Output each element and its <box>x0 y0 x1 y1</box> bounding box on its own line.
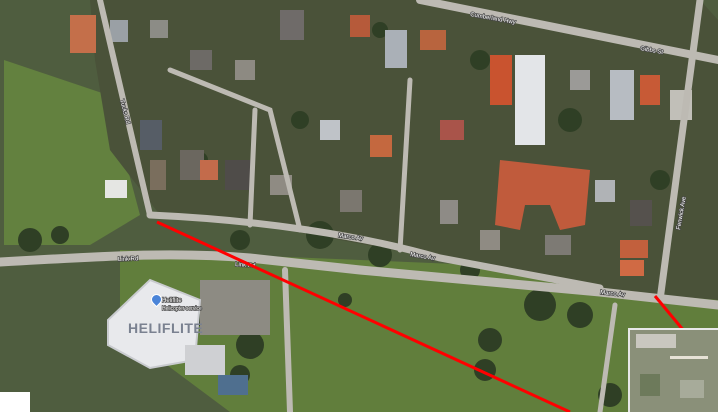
corner-logo-badge <box>0 392 30 412</box>
tree-canopies <box>18 22 670 407</box>
inset-block-3 <box>640 374 660 396</box>
car-park <box>200 280 270 335</box>
street-label-north: Gibbs St <box>640 46 664 56</box>
house-roofs <box>70 10 692 276</box>
inset-block-2 <box>670 356 708 359</box>
south-access-road <box>282 267 293 412</box>
satellite-inset-thumbnail[interactable] <box>628 328 718 412</box>
south-east-street <box>597 302 618 412</box>
right-vertical-street <box>656 0 704 304</box>
street-label-marco-av-2: Marco Av <box>410 252 436 262</box>
inset-block-1 <box>636 334 676 348</box>
link-road <box>0 250 718 310</box>
route-line-west <box>156 220 571 412</box>
inner-street-2 <box>247 107 258 228</box>
street-label-marco-av-1: Marco Av <box>338 233 363 242</box>
place-label-heliflite: Heliflite <box>162 298 182 304</box>
inner-street <box>167 67 303 233</box>
marco-avenue <box>146 211 604 292</box>
heliflite-annex <box>185 345 225 375</box>
roof-text-heliflite: HELIFLITE <box>128 320 204 336</box>
inset-block-4 <box>680 380 704 398</box>
street-label-marco-av-3: Marco Av <box>600 290 625 299</box>
left-vertical-street <box>97 0 153 218</box>
middle-vertical-street <box>397 77 413 253</box>
top-street <box>416 0 718 64</box>
place-label-heliflite-sub: Helicopter service <box>162 306 202 312</box>
street-label-link-rd-right: Link Rd <box>235 262 256 269</box>
street-label-link-rd-left: Link Rd <box>118 256 139 263</box>
blue-structure <box>218 375 248 395</box>
apartment-complex <box>495 160 590 230</box>
